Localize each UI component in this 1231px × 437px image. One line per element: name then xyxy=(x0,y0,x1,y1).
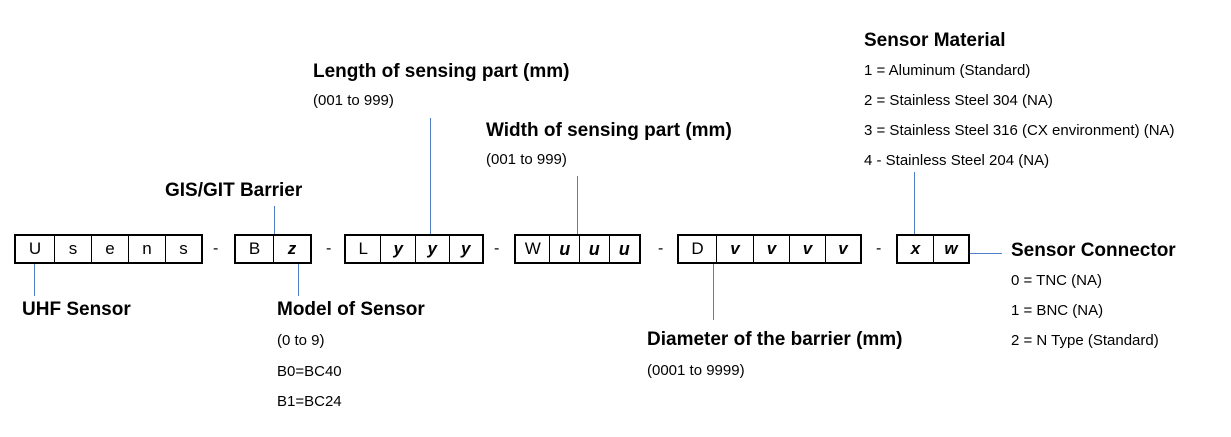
code-box-bz: B z xyxy=(234,234,312,264)
leader-line-material xyxy=(914,172,915,234)
model-option-b1: B1=BC24 xyxy=(277,393,342,410)
model-range: (0 to 9) xyxy=(277,332,325,349)
model-of-sensor-title: Model of Sensor xyxy=(277,299,425,320)
separator-dash: - xyxy=(658,240,664,257)
code-char-y: y xyxy=(380,236,415,262)
leader-line-connector xyxy=(970,253,1002,254)
code-char-x: x xyxy=(910,239,921,258)
code-char-w: W xyxy=(524,239,541,258)
leader-line-diameter xyxy=(713,264,714,320)
gis-git-barrier-label: GIS/GIT Barrier xyxy=(165,180,303,201)
code-char-u: u xyxy=(608,236,640,262)
code-char-n: n xyxy=(128,236,165,262)
sensor-material-title: Sensor Material xyxy=(864,30,1006,51)
code-char-v: v xyxy=(753,236,789,262)
code-char-s2: s xyxy=(165,236,201,262)
code-char-y: y xyxy=(414,236,449,262)
separator-dash: - xyxy=(494,240,500,257)
connector-option-0: 0 = TNC (NA) xyxy=(1011,272,1102,289)
code-char-v: v xyxy=(716,236,753,262)
code-box-lyyy: L y y y xyxy=(344,234,484,264)
code-box-dvvvv: D v v v v xyxy=(677,234,862,264)
code-char-b: B xyxy=(248,239,261,258)
model-option-b0: B0=BC40 xyxy=(277,363,342,380)
separator-dash: - xyxy=(213,240,219,257)
width-title: Width of sensing part (mm) xyxy=(486,120,732,141)
separator-dash: - xyxy=(876,240,882,257)
code-char-l: L xyxy=(358,239,368,258)
material-option-2: 2 = Stainless Steel 304 (NA) xyxy=(864,92,1053,109)
leader-line-model xyxy=(298,264,299,296)
leader-line-length xyxy=(430,118,431,234)
connector-option-2: 2 = N Type (Standard) xyxy=(1011,332,1159,349)
code-char-d: D xyxy=(691,239,704,258)
length-range: (001 to 999) xyxy=(313,92,394,109)
code-char-v: v xyxy=(789,236,825,262)
material-option-3: 3 = Stainless Steel 316 (CX environment)… xyxy=(864,122,1175,139)
uhf-sensor-label: UHF Sensor xyxy=(22,299,131,320)
code-box-wuuu: W u u u xyxy=(514,234,641,264)
code-char-e: e xyxy=(91,236,128,262)
leader-line-width xyxy=(577,176,578,234)
leader-line-uhf xyxy=(34,264,35,296)
code-char-v: v xyxy=(825,236,860,262)
code-box-usens: U s e n s xyxy=(14,234,203,264)
leader-line-gis xyxy=(274,206,275,234)
material-option-1: 1 = Aluminum (Standard) xyxy=(864,62,1031,79)
code-box-xw: x w xyxy=(896,234,970,264)
length-title: Length of sensing part (mm) xyxy=(313,61,570,82)
diameter-range: (0001 to 9999) xyxy=(647,362,745,379)
code-char-z: z xyxy=(272,236,310,262)
code-char-w: w xyxy=(932,236,968,262)
code-char-u: U xyxy=(28,239,42,258)
width-range: (001 to 999) xyxy=(486,151,567,168)
code-char-u: u xyxy=(578,236,609,262)
code-char-s: s xyxy=(54,236,91,262)
code-char-u: u xyxy=(549,236,579,262)
separator-dash: - xyxy=(326,240,332,257)
connector-option-1: 1 = BNC (NA) xyxy=(1011,302,1104,319)
diameter-title: Diameter of the barrier (mm) xyxy=(647,329,903,350)
code-char-y: y xyxy=(448,236,483,262)
sensor-connector-title: Sensor Connector xyxy=(1011,240,1176,261)
material-option-4: 4 - Stainless Steel 204 (NA) xyxy=(864,152,1050,169)
